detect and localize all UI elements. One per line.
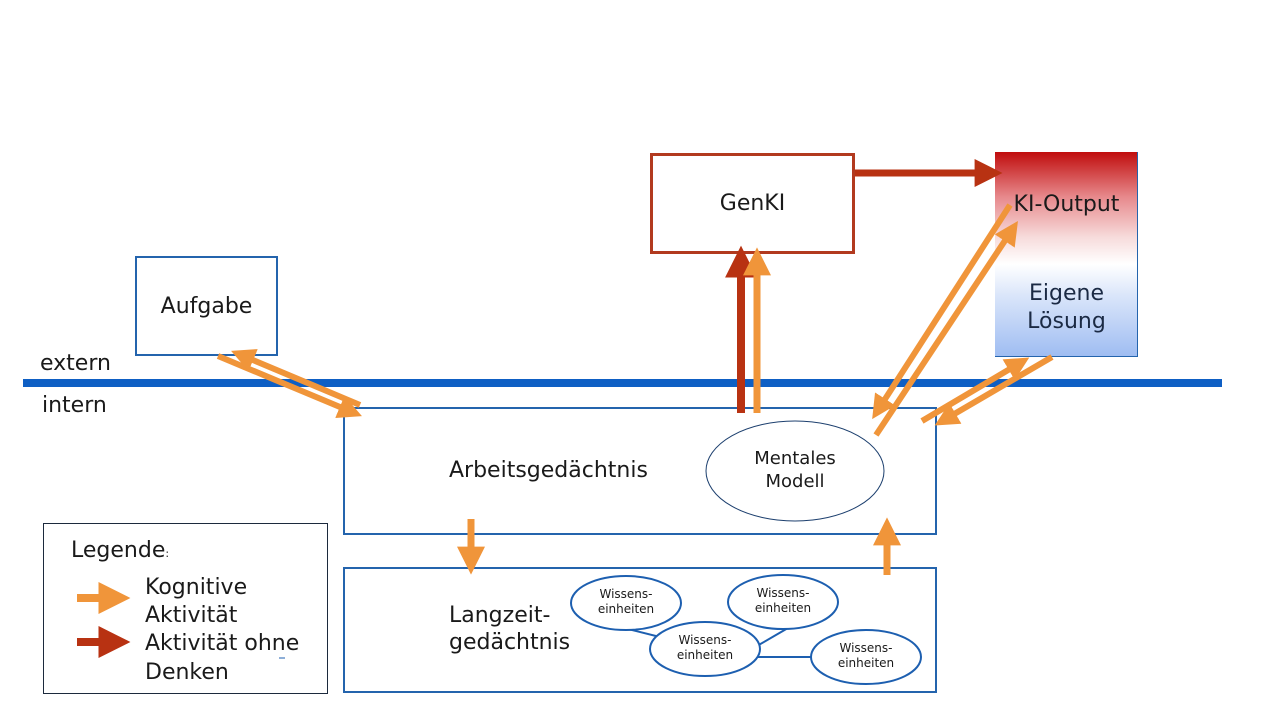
legend-item-cognitive-line1: Kognitive xyxy=(145,575,248,600)
extern-intern-boundary xyxy=(23,379,1222,387)
langzeitgedaechtnis-box xyxy=(343,567,937,693)
genki-label: GenKI xyxy=(719,191,786,216)
aufgabe-label: Aufgabe xyxy=(160,293,253,319)
legend-box xyxy=(43,523,328,694)
wissenseinheit-label: Wissens- einheiten xyxy=(597,587,655,616)
arrow-eigene-loesung-to-arbeitsgedaechtnis xyxy=(934,354,1054,426)
mentales-modell-label: Mentales Modell xyxy=(754,448,836,492)
genki-box: GenKI xyxy=(650,153,855,254)
langzeitgedaechtnis-label-line1: Langzeit- xyxy=(449,603,551,628)
wissenseinheit-label: Wissens- einheiten xyxy=(754,586,812,615)
arbeitsgedaechtnis-label: Arbeitsgedächtnis xyxy=(449,458,648,483)
legend-title: Legende: xyxy=(71,538,170,563)
wissenseinheit-label: Wissens- einheiten xyxy=(676,633,734,662)
legend-item-cognitive-line2: Aktivität xyxy=(145,603,238,628)
output-solution-box xyxy=(995,152,1138,357)
legend-item-no-thinking-line1: Aktivität ohne xyxy=(145,631,300,656)
extern-label: extern xyxy=(40,351,111,376)
eigene-loesung-label-line1: Eigene xyxy=(1029,281,1104,306)
langzeitgedaechtnis-label-line2: gedächtnis xyxy=(449,630,571,655)
ki-output-label: KI-Output xyxy=(1013,192,1120,217)
intern-label: intern xyxy=(42,393,107,418)
legend-item-no-thinking-line2: Denken xyxy=(145,660,229,685)
wissenseinheit-label: Wissens- einheiten xyxy=(837,641,895,670)
arrow-mentales-modell-to-ki-output xyxy=(873,221,1018,437)
arbeitsgedaechtnis-box xyxy=(343,407,937,535)
aufgabe-box: Aufgabe xyxy=(135,256,278,356)
eigene-loesung-label-line2: Lösung xyxy=(1027,309,1106,334)
